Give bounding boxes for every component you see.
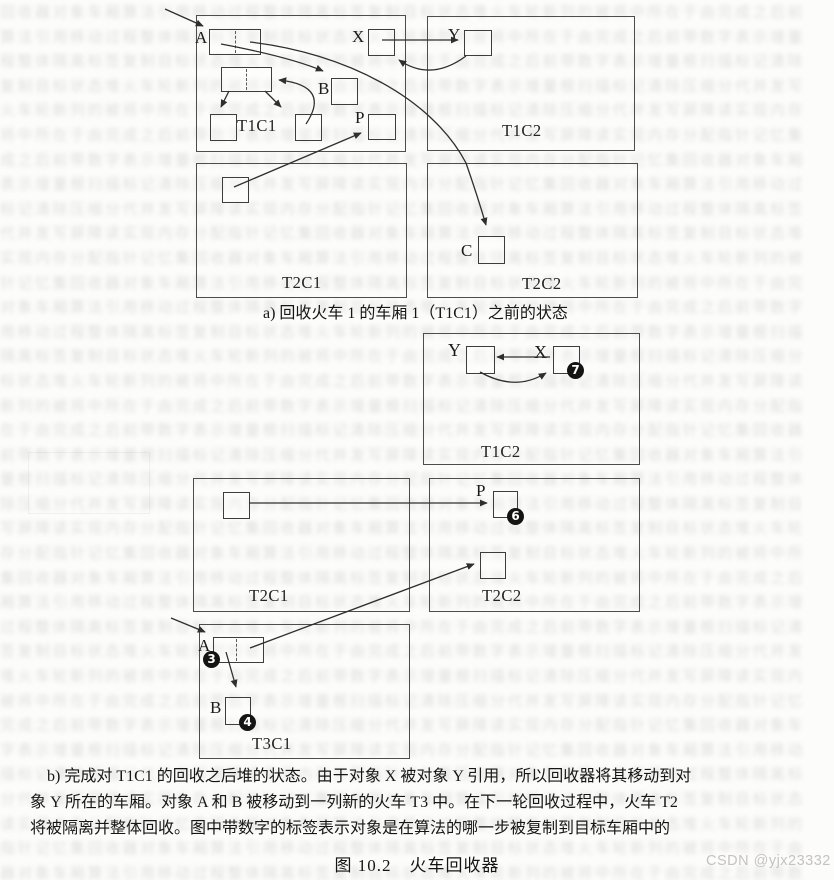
- object-p-square: [368, 114, 396, 140]
- carriage-label-t1c1: T1C1: [237, 116, 277, 135]
- object-label-b: B: [318, 79, 330, 98]
- carriage-label-t3c1: T3C1: [252, 734, 292, 753]
- carriage-a-t1c1: A X B P T1C1: [195, 15, 406, 152]
- object-square: [223, 492, 250, 519]
- carriage-label-t2c1: T2C1: [249, 586, 289, 605]
- object-a-cell-pair: [209, 29, 261, 55]
- carriage-label-t2c1: T2C1: [282, 273, 322, 292]
- object-x-square: [368, 29, 395, 56]
- carriage-a-t2c1: T2C1: [196, 163, 407, 298]
- copy-step-badge-6: 6: [507, 508, 524, 525]
- remset-cell-pair: [221, 67, 272, 92]
- copy-step-badge-3: 3: [203, 651, 220, 668]
- carriage-a-t2c2: C T2C2: [427, 163, 638, 298]
- carriage-b-t2c2: P 6 T2C2: [429, 478, 640, 612]
- object-y-square: [464, 30, 492, 56]
- object-label-y: Y: [448, 340, 461, 360]
- object-label-y: Y: [448, 25, 461, 44]
- object-c-square: [478, 236, 505, 264]
- object-label-x: X: [352, 27, 365, 46]
- carriage-b-t2c1: T2C1: [193, 478, 410, 612]
- object-y-square: [466, 346, 495, 374]
- carriage-b-t1c2: Y X 7 T1C2: [423, 333, 640, 465]
- cell-divider: [246, 69, 247, 90]
- carriage-label-t1c2: T1C2: [481, 442, 521, 461]
- bleedthrough-box-outline: [28, 452, 150, 514]
- object-label-a: A: [198, 636, 211, 655]
- object-a-cell-pair: [213, 637, 264, 663]
- cell-divider: [235, 31, 236, 53]
- caption-b-line-1: b) 完成对 T1C1 的回收之后堆的状态。由于对象 X 被对象 Y 引用，所以…: [47, 768, 692, 785]
- caption-b-line-2: 象 Y 所在的车厢。对象 A 和 B 被移动到一列新的火车 T3 中。在下一轮回…: [30, 794, 678, 811]
- csdn-watermark: CSDN @yjx23332: [706, 853, 831, 869]
- object-square: [222, 177, 249, 203]
- object-b-square: [331, 78, 358, 105]
- carriage-a-t1c2: Y T1C2: [427, 16, 635, 151]
- caption-b-line-3: 将被隔离并整体回收。图中带数字的标签表示对象是在算法的哪一步被复制到目标车厢中的: [30, 820, 671, 837]
- carriage-label-t1c2: T1C2: [502, 121, 542, 140]
- object-label-a: A: [195, 28, 208, 47]
- carriage-label-t2c2: T2C2: [482, 586, 522, 605]
- object-square: [295, 114, 322, 141]
- figure-caption: 图 10.2 火车回收器: [334, 856, 500, 875]
- object-label-b: B: [210, 698, 222, 717]
- caption-a: a) 回收火车 1 的车厢 1（T1C1）之前的状态: [263, 305, 568, 322]
- copy-step-badge-7: 7: [567, 362, 584, 379]
- object-label-x: X: [534, 342, 547, 362]
- object-label-p: P: [476, 481, 486, 500]
- copy-step-badge-4: 4: [239, 714, 256, 731]
- object-label-c: C: [461, 241, 473, 260]
- carriage-b-t3c1: A 3 B 4 T3C1: [198, 624, 410, 759]
- carriage-label-t2c2: T2C2: [522, 274, 562, 293]
- object-label-p: P: [355, 108, 365, 127]
- object-square: [480, 552, 506, 579]
- cell-divider: [236, 639, 237, 661]
- object-square: [210, 114, 237, 141]
